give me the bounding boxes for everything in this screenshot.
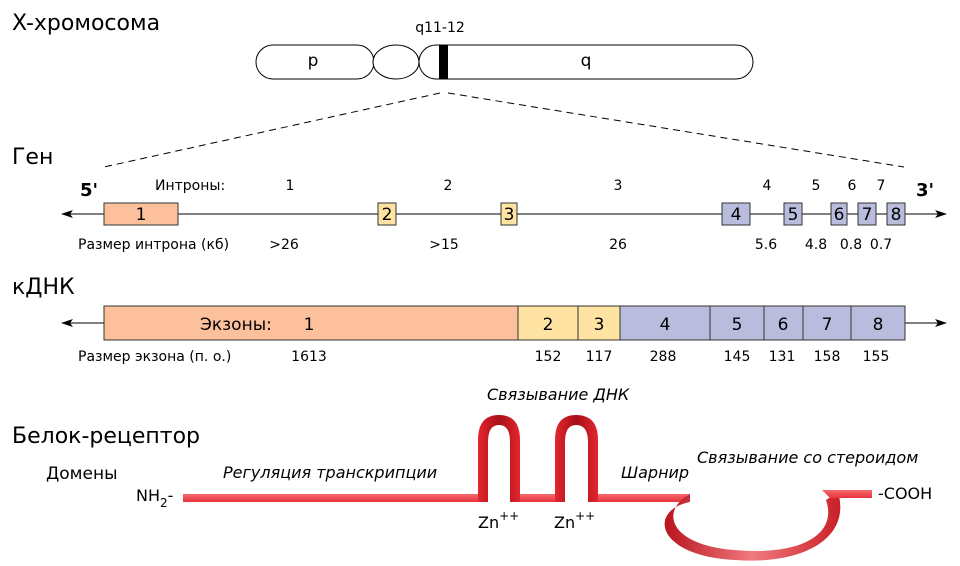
exon-size: 1613	[291, 349, 327, 365]
intron-number: 5	[812, 178, 821, 194]
hinge-label: Шарнир	[621, 463, 689, 482]
cdna-exon-label: 4	[660, 315, 671, 335]
introns-label: Интроны:	[155, 178, 225, 194]
three-prime-label: 3'	[916, 180, 934, 201]
intron-size: 26	[609, 237, 627, 253]
cdna-exons: Экзоны: 1 2 3 4 5 6 7 8	[103, 305, 906, 341]
exon-size: 288	[650, 349, 677, 365]
cdna-exon-label: 7	[822, 315, 833, 335]
exons-label: Экзоны:	[200, 315, 272, 335]
gene-exon-6	[830, 202, 848, 226]
gene-exon-label: 1	[136, 205, 147, 225]
regulation-label: Регуляция транскрипции	[223, 463, 437, 482]
gene-exon-3	[500, 202, 518, 226]
gene-exon-label: 6	[834, 205, 845, 225]
zn-label-1: Zn++	[478, 509, 519, 532]
exon-size: 131	[769, 349, 796, 365]
exon-size-label: Размер экзона (п. о.)	[78, 349, 231, 365]
chromosome-heading: X-хромосома	[12, 11, 160, 36]
steroid-loop	[664, 492, 841, 561]
nh2-label: NH2-	[136, 486, 173, 510]
gene-exon-label: 3	[504, 205, 515, 225]
intron-size: >15	[429, 237, 459, 253]
ribbon-between-fingers	[520, 494, 556, 502]
ribbon-hinge	[598, 494, 690, 502]
locus-label: q11-12	[415, 20, 465, 36]
gene-exon-2	[377, 202, 397, 226]
q-arm	[418, 44, 754, 80]
q-arm-label: q	[581, 51, 592, 71]
intron-number: 1	[286, 178, 295, 194]
steroid-binding-label: Связывание со стероидом	[697, 448, 918, 467]
gene-exon-label: 5	[788, 205, 799, 225]
cdna-exon-label: 5	[732, 315, 743, 335]
protein-ribbon	[183, 415, 872, 561]
cdna-exon-label: 1	[304, 315, 315, 335]
gene-exon-label: 4	[731, 205, 742, 225]
intron-number: 6	[848, 178, 857, 194]
cdna-exon-label: 3	[594, 315, 605, 335]
cdna-exon-label: 2	[543, 315, 554, 335]
intron-size: 0.8	[840, 237, 862, 253]
intron-size-label: Размер интрона (кб)	[78, 237, 229, 253]
exon-size: 117	[586, 349, 613, 365]
gene-exon-label: 8	[891, 205, 902, 225]
exon-sizes: 1613 152 117 288 145 131 158 155	[291, 349, 889, 365]
intron-size: 5.6	[755, 237, 777, 253]
locus-band	[439, 45, 448, 79]
intron-size: 0.7	[870, 237, 892, 253]
cdna-exon-label: 8	[873, 315, 884, 335]
exon-size: 158	[814, 349, 841, 365]
zinc-finger-2	[555, 415, 598, 502]
exon-size: 152	[535, 349, 562, 365]
p-arm-label: p	[308, 51, 319, 71]
cdna-exon-6	[763, 305, 804, 341]
intron-numbers: 1 2 3 4 5 6 7	[286, 178, 886, 194]
cdna-exon-8	[850, 305, 906, 341]
zoom-line-left	[103, 92, 441, 168]
protein-heading: Белок-рецептор	[12, 424, 200, 449]
exon-size: 155	[863, 349, 890, 365]
gene-exons: 1 2 3 4 5 6 7 8	[103, 202, 906, 226]
gene-exon-8	[886, 202, 906, 226]
cdna-exon-1	[103, 305, 519, 341]
gene-exon-7	[857, 202, 877, 226]
cdna-exon-label: 6	[778, 315, 789, 335]
centromere	[372, 44, 420, 80]
zinc-finger-1	[478, 415, 520, 502]
cdna-heading: кДНК	[12, 275, 75, 300]
cooh-label: -COOH	[878, 484, 932, 503]
intron-sizes: >26 >15 26 5.6 4.8 0.8 0.7	[269, 237, 892, 253]
gene-exon-5	[783, 202, 803, 226]
intron-size: >26	[269, 237, 299, 253]
gene-exon-4	[721, 202, 751, 226]
zoom-line-right	[447, 92, 905, 168]
ribbon-cterm	[822, 490, 872, 498]
intron-number: 7	[877, 178, 886, 194]
gene-exon-1	[103, 202, 179, 226]
domains-label: Домены	[46, 464, 118, 484]
intron-size: 4.8	[805, 237, 827, 253]
cdna-exon-2	[517, 305, 579, 341]
zn-label-2: Zn++	[554, 509, 595, 532]
intron-number: 4	[763, 178, 772, 194]
gene-heading: Ген	[12, 145, 53, 170]
cdna-exon-4	[619, 305, 711, 341]
intron-number: 3	[614, 178, 623, 194]
five-prime-label: 5'	[80, 180, 98, 201]
ribbon-regulation	[183, 494, 479, 502]
chromosome: p q q11-12	[255, 20, 754, 80]
gene-exon-label: 7	[862, 205, 873, 225]
gene-exon-label: 2	[382, 205, 393, 225]
intron-number: 2	[444, 178, 453, 194]
cdna-exon-5	[709, 305, 765, 341]
dna-binding-label: Связывание ДНК	[487, 385, 630, 404]
exon-size: 145	[724, 349, 751, 365]
